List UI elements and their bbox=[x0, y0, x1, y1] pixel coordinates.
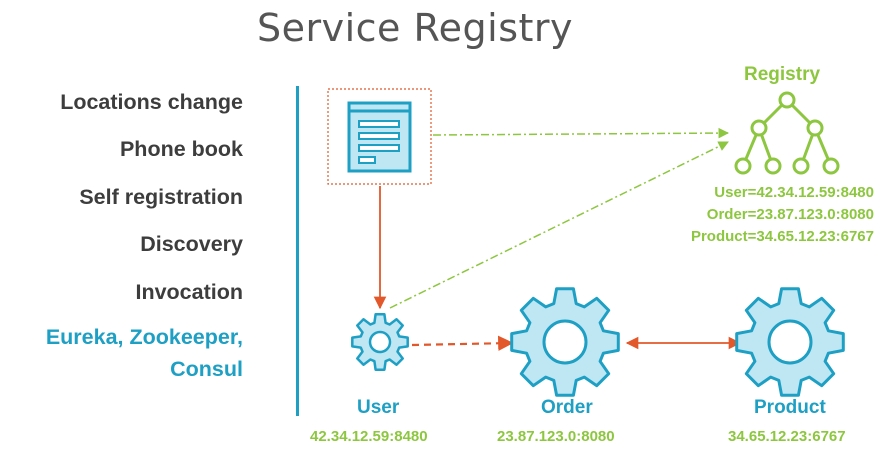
registry-tree-icon bbox=[734, 91, 840, 175]
product-service-address: 34.65.12.23:6767 bbox=[728, 428, 846, 445]
registry-entries: User=42.34.12.59:8480 Order=23.87.123.0:… bbox=[691, 182, 874, 248]
order-service-label: Order bbox=[541, 397, 593, 418]
bullet-item: Discovery bbox=[140, 232, 243, 257]
bullet-list: Locations change Phone book Self registr… bbox=[45, 84, 243, 381]
registry-entry: Product=34.65.12.23:6767 bbox=[690, 228, 874, 245]
bullet-item: Invocation bbox=[135, 279, 243, 304]
user-service-address: 42.34.12.59:8480 bbox=[310, 428, 428, 445]
product-service-label: Product bbox=[754, 397, 826, 418]
bullet-item: Phone book bbox=[119, 137, 243, 162]
order-service-address: 23.87.123.0:8080 bbox=[497, 428, 615, 445]
order-gear-icon bbox=[510, 287, 620, 397]
highlight-tools: Eureka, Zookeeper, Consul bbox=[45, 321, 243, 381]
document-box bbox=[327, 88, 432, 185]
discovery-arrow bbox=[389, 141, 729, 309]
registry-entry: Order=23.87.123.0:8080 bbox=[706, 206, 874, 223]
highlight-line-1: Eureka, Zookeeper, bbox=[45, 324, 243, 349]
product-gear-icon bbox=[735, 287, 845, 397]
registry-label: Registry bbox=[744, 64, 821, 85]
highlight-line-2: Consul bbox=[170, 356, 243, 381]
document-icon bbox=[347, 101, 412, 173]
page-title: Service Registry bbox=[256, 6, 574, 50]
invocation-arrow bbox=[411, 335, 514, 351]
user-gear-icon bbox=[351, 313, 409, 371]
bullet-item: Locations change bbox=[60, 90, 243, 114]
registration-arrow bbox=[432, 127, 730, 139]
registry-entry: User=42.34.12.59:8480 bbox=[714, 184, 874, 201]
user-service-label: User bbox=[357, 397, 400, 418]
bullet-item: Self registration bbox=[79, 184, 243, 209]
section-divider bbox=[296, 86, 299, 416]
